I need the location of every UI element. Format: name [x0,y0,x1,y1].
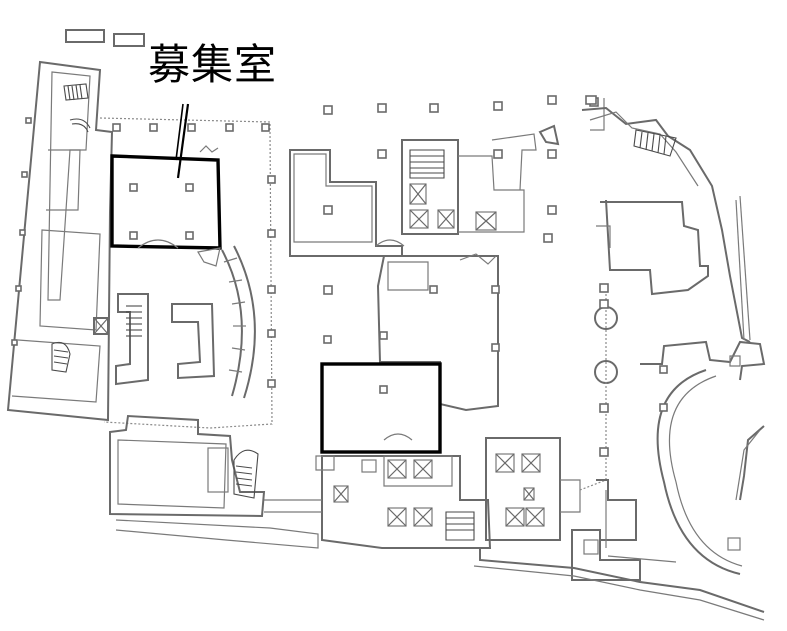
bottom-left-block [109,414,319,549]
central-core [289,95,599,412]
stair-counter [126,305,142,337]
stair-bottom-core [445,511,475,541]
atrium-left [99,117,276,429]
left-wing [6,29,145,422]
stair-left-lower [51,341,71,373]
bottom-core [264,437,581,549]
stair-bottom-left [233,449,259,499]
room-label: 募集室 [148,40,278,89]
stair-left-upper [63,83,91,133]
recruitment-room [110,103,222,267]
callout-leader [176,103,190,179]
central-room-outline [320,362,442,454]
recruitment-room-outline [110,154,222,250]
right-wing [459,95,766,621]
stair-right [633,129,677,157]
